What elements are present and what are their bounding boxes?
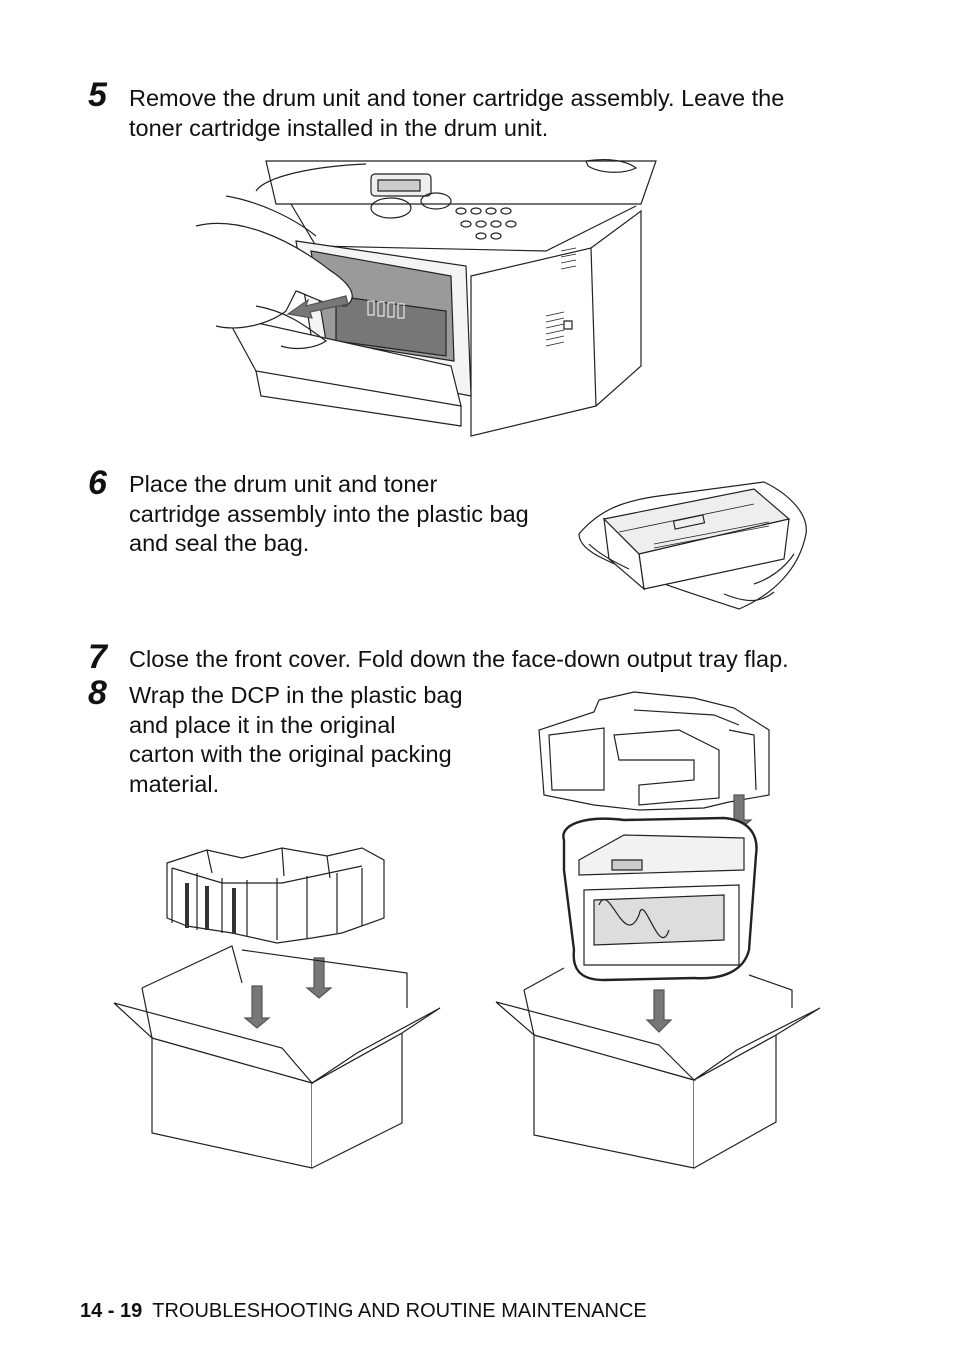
step-number-7: 7 bbox=[88, 638, 107, 676]
step-7-text: Close the front cover. Fold down the fac… bbox=[129, 645, 789, 675]
step-8-line-2: and place it in the original bbox=[129, 711, 396, 738]
bagged-drum-illustration bbox=[574, 474, 814, 614]
step-number-5: 5 bbox=[88, 76, 107, 114]
page-footer: 14 - 19 TROUBLESHOOTING AND ROUTINE MAINT… bbox=[80, 1300, 647, 1323]
step-6-line-3: and seal the bag. bbox=[129, 530, 310, 556]
step-8-line-1: Wrap the DCP in the plastic bag bbox=[129, 682, 463, 708]
carton-wrapped-dcp-illustration bbox=[494, 690, 824, 1172]
step-6-text: Place the drum unit and toner cartridge … bbox=[129, 470, 529, 559]
step-number-6: 6 bbox=[88, 464, 107, 502]
step-5-line-1: Remove the drum unit and toner cartridge… bbox=[129, 85, 785, 111]
step-8-line-3: carton with the original packing bbox=[129, 741, 452, 767]
step-number-8: 8 bbox=[88, 674, 107, 712]
carton-bottom-packing-illustration bbox=[112, 838, 442, 1173]
step-8-line-4: material. bbox=[129, 770, 220, 797]
page-number: 14 - 19 bbox=[80, 1300, 143, 1322]
step-6-line-2: cartridge assembly into the plastic bag bbox=[129, 500, 529, 527]
drum-removal-illustration bbox=[196, 156, 666, 441]
step-6-line-1: Place the drum unit and toner bbox=[129, 471, 438, 497]
step-7-line-1: Close the front cover. Fold down the fac… bbox=[129, 646, 789, 672]
section-title: TROUBLESHOOTING AND ROUTINE MAINTENANCE bbox=[152, 1300, 647, 1322]
step-5-text: Remove the drum unit and toner cartridge… bbox=[129, 84, 784, 143]
step-8-text: Wrap the DCP in the plastic bag and plac… bbox=[129, 681, 463, 799]
step-5-line-2: toner cartridge installed in the drum un… bbox=[129, 114, 549, 141]
